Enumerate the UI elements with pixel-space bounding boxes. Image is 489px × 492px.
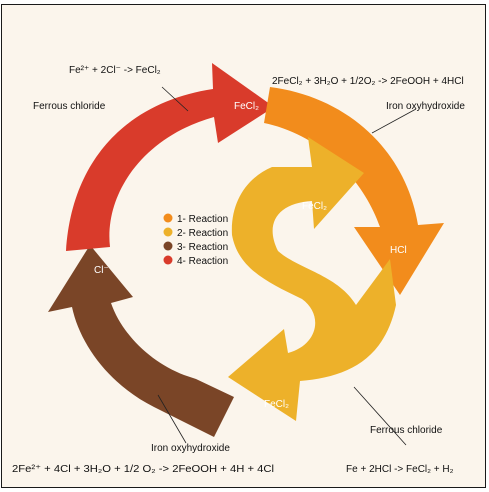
top-left-compound-name: Ferrous chloride bbox=[33, 101, 106, 112]
bottom-right-compound-name: Ferrous chloride bbox=[370, 425, 443, 436]
legend-marker-reaction-1 bbox=[163, 213, 173, 223]
red-arrow-label: FeCl₂ bbox=[234, 101, 259, 112]
brown-arrow-label: Cl⁻ bbox=[94, 265, 109, 276]
yellow-bottom-arrow-label: FeCl₂ bbox=[264, 399, 289, 410]
legend-label-reaction-1: 1- Reaction bbox=[177, 214, 228, 225]
legend-label-reaction-2: 2- Reaction bbox=[177, 228, 228, 239]
yellow-arrow-reaction-2 bbox=[228, 137, 396, 421]
top-right-equation: 2FeCl₂ + 3H₂O + 1/2O₂ -> 2FeOOH + 4HCl bbox=[272, 76, 464, 87]
red-arrow-reaction-4 bbox=[66, 63, 274, 251]
legend-label-reaction-3: 3- Reaction bbox=[177, 242, 228, 253]
legend-marker-reaction-4 bbox=[163, 255, 173, 265]
legend: 1- Reaction 2- Reaction 3- Reaction 4- R… bbox=[163, 213, 228, 267]
bottom-left-compound-name: Iron oxyhydroxide bbox=[151, 443, 230, 454]
leader-line-top-right bbox=[371, 108, 417, 134]
top-left-equation: Fe²⁺ + 2Cl⁻ -> FeCl₂ bbox=[69, 65, 161, 76]
top-right-compound-name: Iron oxyhydroxide bbox=[386, 101, 465, 112]
bottom-right-equation: Fe + 2HCl -> FeCl₂ + H₂ bbox=[346, 464, 454, 475]
legend-marker-reaction-2 bbox=[163, 227, 173, 237]
bottom-left-equation: 2Fe²⁺ + 4Cl + 3H₂O + 1/2 O₂ -> 2FeOOH + … bbox=[12, 464, 274, 475]
iron-chloride-cycle-diagram: FeCl₂ HCl FeCl₂ FeCl₂ Cl⁻ 1- Reaction 2-… bbox=[12, 63, 465, 475]
orange-arrow-label: HCl bbox=[390, 245, 407, 256]
yellow-top-arrow-label: FeCl₂ bbox=[302, 201, 327, 212]
leader-line-bottom-right bbox=[353, 386, 407, 446]
legend-label-reaction-4: 4- Reaction bbox=[177, 256, 228, 267]
legend-marker-reaction-3 bbox=[163, 241, 173, 251]
brown-arrow-reaction-3 bbox=[48, 245, 234, 437]
leader-line-bottom-left bbox=[157, 394, 187, 444]
diagram-frame: FeCl₂ HCl FeCl₂ FeCl₂ Cl⁻ 1- Reaction 2-… bbox=[1, 4, 486, 488]
leader-line-top-left bbox=[161, 86, 189, 112]
